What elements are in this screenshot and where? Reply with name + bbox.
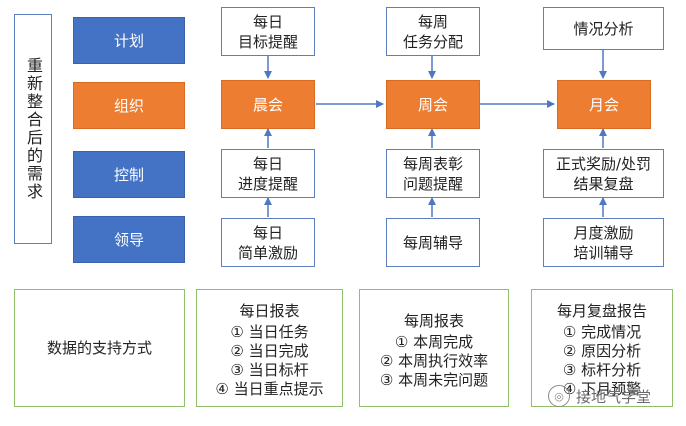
weekly-mid-box: 每周表彰 问题提醒 bbox=[386, 149, 480, 198]
monthly-mid-box: 正式奖励/处罚 结果复盘 bbox=[543, 149, 664, 198]
wechat-logo-icon: ◎ bbox=[548, 385, 570, 407]
support-monthly-title: 每月复盘报告 bbox=[556, 302, 647, 320]
left-title: 重新整合后的需求 bbox=[24, 57, 43, 201]
support-daily-item: ③ 当日标杆 bbox=[230, 361, 309, 379]
weekly-top-box: 每周 任务分配 bbox=[386, 7, 480, 56]
hub-daily: 晨会 bbox=[221, 80, 315, 129]
support-daily-box: 每日报表 ① 当日任务 ② 当日完成 ③ 当日标杆 ④ 当日重点提示 bbox=[196, 289, 343, 407]
support-weekly-item: ③ 本周未完问题 bbox=[379, 371, 489, 389]
row-label-organize: 组织 bbox=[73, 82, 185, 129]
row-label-lead: 领导 bbox=[73, 216, 185, 263]
support-monthly-item: ③ 标杆分析 bbox=[562, 361, 642, 379]
monthly-bottom-box: 月度激励 培训辅导 bbox=[543, 218, 664, 267]
support-daily-item: ① 当日任务 bbox=[230, 323, 309, 341]
hub-weekly: 周会 bbox=[386, 80, 480, 129]
support-monthly-item: ① 完成情况 bbox=[562, 323, 642, 341]
left-title-box: 重新整合后的需求 bbox=[14, 14, 52, 244]
support-monthly-box: 每月复盘报告 ① 完成情况 ② 原因分析 ③ 标杆分析 ④ 下月预警 bbox=[531, 289, 673, 407]
support-weekly-item: ② 本周执行效率 bbox=[379, 352, 489, 370]
watermark: ◎ 接地气学堂 bbox=[548, 385, 651, 407]
hub-monthly: 月会 bbox=[557, 80, 651, 129]
support-monthly-item: ② 原因分析 bbox=[562, 342, 642, 360]
support-label-box: 数据的支持方式 bbox=[14, 289, 185, 407]
row-label-control: 控制 bbox=[73, 151, 185, 198]
support-daily-item: ② 当日完成 bbox=[230, 342, 309, 360]
watermark-text: 接地气学堂 bbox=[576, 387, 652, 406]
weekly-bottom-box: 每周辅导 bbox=[386, 218, 480, 267]
support-daily-title: 每日报表 bbox=[239, 302, 300, 320]
support-weekly-box: 每周报表 ① 本周完成 ② 本周执行效率 ③ 本周未完问题 bbox=[359, 289, 509, 407]
support-monthly-item: ④ 下月预警 bbox=[562, 380, 642, 398]
support-weekly-title: 每周报表 bbox=[403, 312, 464, 330]
row-label-plan: 计划 bbox=[73, 17, 185, 64]
daily-top-box: 每日 目标提醒 bbox=[221, 7, 315, 56]
support-daily-item: ④ 当日重点提示 bbox=[215, 380, 324, 398]
support-weekly-item: ① 本周完成 bbox=[394, 333, 474, 351]
monthly-top-box: 情况分析 bbox=[543, 7, 664, 50]
support-label: 数据的支持方式 bbox=[46, 339, 152, 357]
daily-bottom-box: 每日 简单激励 bbox=[221, 218, 315, 267]
daily-mid-box: 每日 进度提醒 bbox=[221, 149, 315, 198]
